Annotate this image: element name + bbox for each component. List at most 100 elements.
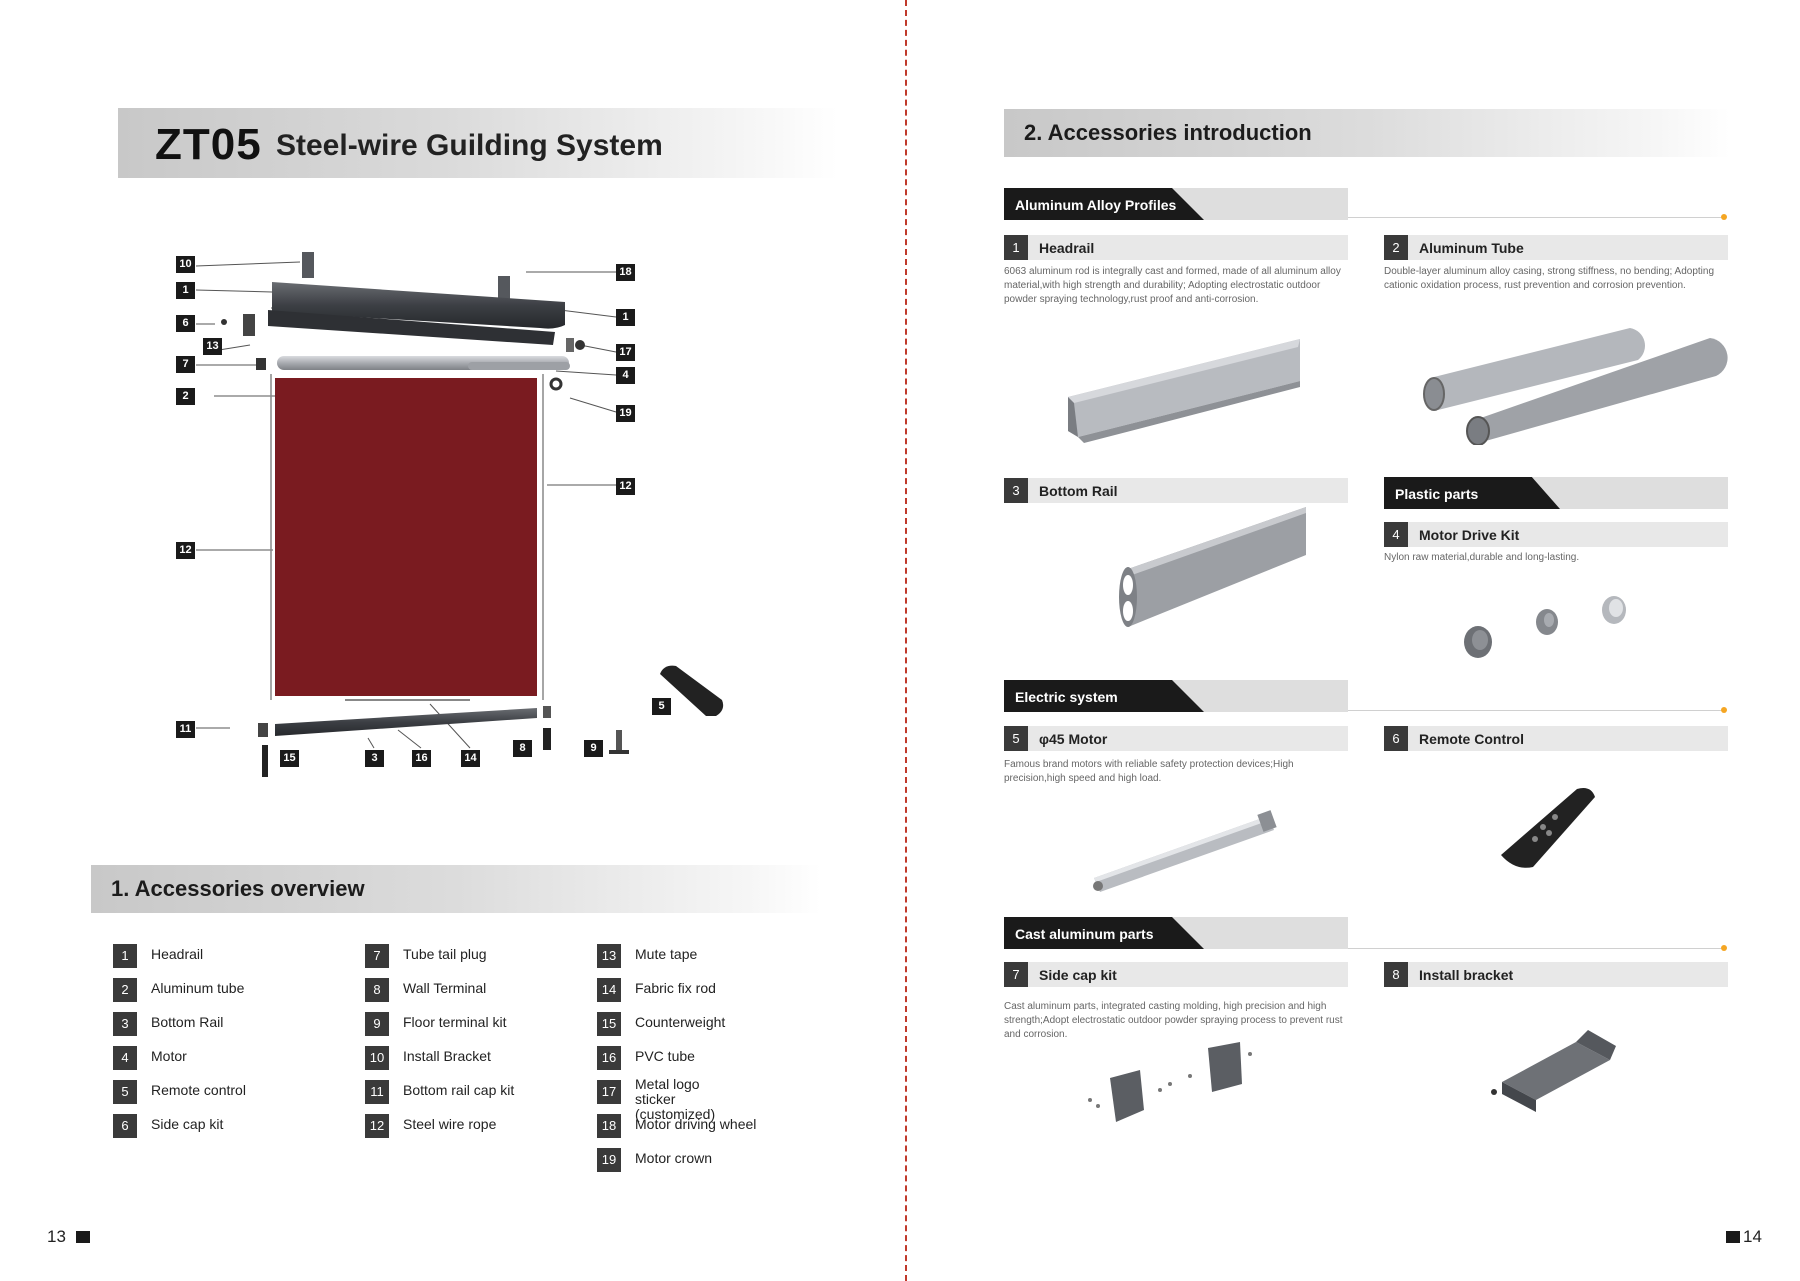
category-electric-label: Electric system (1015, 689, 1118, 705)
page-number-right: 14 (1743, 1227, 1762, 1246)
overview-item-label: Wall Terminal (403, 980, 487, 996)
category-profiles-label: Aluminum Alloy Profiles (1015, 197, 1177, 213)
overview-item-label: Install Bracket (403, 1048, 491, 1064)
callout-9: 9 (584, 740, 603, 757)
overview-item-number: 8 (365, 978, 389, 1002)
overview-item-label: Bottom rail cap kit (403, 1082, 515, 1098)
overview-item-label: Counterweight (635, 1014, 726, 1030)
page-marker-right (1726, 1231, 1740, 1243)
callout-14: 14 (461, 750, 480, 767)
overview-item-label: Aluminum tube (151, 980, 245, 996)
remote-control-image (1501, 788, 1595, 868)
item-bottom-rail: 3 Bottom Rail (1004, 478, 1348, 503)
overview-item-label: Bottom Rail (151, 1014, 224, 1030)
callout-16: 16 (412, 750, 431, 767)
callout-12b: 12 (176, 542, 195, 559)
overview-item-label: Tube tail plug (403, 946, 487, 962)
callout-18: 18 (616, 264, 635, 281)
overview-item-label: PVC tube (635, 1048, 695, 1064)
callout-17: 17 (616, 344, 635, 361)
motor-kit-image (1464, 596, 1626, 658)
aluminum-tube-image (1423, 328, 1728, 445)
item-headrail-name: Headrail (1039, 240, 1095, 256)
item-tube-name: Aluminum Tube (1419, 240, 1524, 256)
overview-item-label: Floor terminal kit (403, 1014, 507, 1030)
callout-3: 3 (365, 750, 384, 767)
intro-band: 2. Accessories introduction (1004, 109, 1730, 157)
overview-band: 1. Accessories overview (91, 865, 821, 913)
callout-1: 1 (176, 282, 195, 299)
item-bracket-name: Install bracket (1419, 967, 1514, 983)
overview-item-number: 15 (597, 1012, 621, 1036)
overview-item-label: Side cap kit (151, 1116, 224, 1132)
item-motor-desc: Famous brand motors with reliable safety… (1004, 759, 1294, 784)
overview-item-number: 10 (365, 1046, 389, 1070)
callout-12: 12 (616, 478, 635, 495)
category-profiles-line (1348, 217, 1721, 218)
overview-item-number: 17 (597, 1080, 621, 1104)
category-plastic-label: Plastic parts (1395, 486, 1479, 502)
item-side-cap: 7 Side cap kit (1004, 962, 1348, 987)
overview-item-number: 18 (597, 1114, 621, 1138)
item-motor-kit-num: 4 (1384, 522, 1408, 547)
headrail-image (1068, 339, 1300, 443)
item-remote-num: 6 (1384, 726, 1408, 751)
overview-item-number: 13 (597, 944, 621, 968)
callout-13: 13 (203, 338, 222, 355)
overview-item-label: Remote control (151, 1082, 246, 1098)
overview-title: 1. Accessories overview (111, 876, 365, 901)
overview-item-label: Mute tape (635, 946, 698, 962)
callout-1b: 1 (616, 309, 635, 326)
item-headrail: 1 Headrail (1004, 235, 1348, 260)
motor-image (1093, 810, 1277, 892)
product-title: Steel-wire Guilding System (276, 129, 663, 162)
overview-item-number: 12 (365, 1114, 389, 1138)
item-tube: 2 Aluminum Tube (1384, 235, 1728, 260)
callout-6: 6 (176, 315, 195, 332)
page-divider (905, 0, 907, 1281)
callout-4: 4 (616, 367, 635, 384)
item-tube-num: 2 (1384, 235, 1408, 260)
callout-5: 5 (652, 698, 671, 715)
callout-7: 7 (176, 356, 195, 373)
callout-10: 10 (176, 256, 195, 273)
overview-item-label: Fabric fix rod (635, 980, 716, 996)
overview-item-number: 3 (113, 1012, 137, 1036)
category-profiles: Aluminum Alloy Profiles (1004, 188, 1348, 220)
callout-2: 2 (176, 388, 195, 405)
item-motor-kit-name: Motor Drive Kit (1419, 527, 1520, 543)
item-bracket-num: 8 (1384, 962, 1408, 987)
overview-item-number: 9 (365, 1012, 389, 1036)
item-motor-name: φ45 Motor (1039, 731, 1108, 747)
overview-item-number: 14 (597, 978, 621, 1002)
overview-item-label: Motor (151, 1048, 187, 1064)
page-number-left: 13 (47, 1227, 66, 1246)
item-side-cap-name: Side cap kit (1039, 967, 1117, 983)
item-headrail-desc: 6063 aluminum rod is integrally cast and… (1004, 266, 1341, 305)
category-cast-label: Cast aluminum parts (1015, 926, 1154, 942)
item-bracket: 8 Install bracket (1384, 962, 1728, 987)
overview-item-label: Headrail (151, 946, 204, 962)
item-bottom-rail-name: Bottom Rail (1039, 483, 1118, 499)
title-band (118, 108, 838, 178)
overview-item-label: Metal logo sticker (customized) (635, 1076, 716, 1122)
overview-item-number: 4 (113, 1046, 137, 1070)
item-remote: 6 Remote Control (1384, 726, 1728, 751)
item-side-cap-desc: Cast aluminum parts, integrated casting … (1004, 1001, 1343, 1040)
overview-item-label: Motor crown (635, 1150, 713, 1166)
callout-11: 11 (176, 721, 195, 738)
category-cast: Cast aluminum parts (1004, 917, 1348, 949)
category-cast-line (1348, 948, 1721, 949)
overview-item-label: Motor driving wheel (635, 1116, 757, 1132)
page-marker-left (76, 1231, 90, 1243)
intro-title: 2. Accessories introduction (1024, 120, 1312, 145)
category-electric: Electric system (1004, 680, 1348, 712)
item-motor-kit: 4 Motor Drive Kit (1384, 522, 1728, 547)
category-cast-dot (1721, 945, 1727, 951)
item-tube-desc: Double-layer aluminum alloy casing, stro… (1384, 266, 1715, 291)
item-bottom-rail-num: 3 (1004, 478, 1028, 503)
product-code: ZT05 (155, 120, 262, 169)
overview-item-number: 7 (365, 944, 389, 968)
overview-item-number: 2 (113, 978, 137, 1002)
callout-8: 8 (513, 740, 532, 757)
